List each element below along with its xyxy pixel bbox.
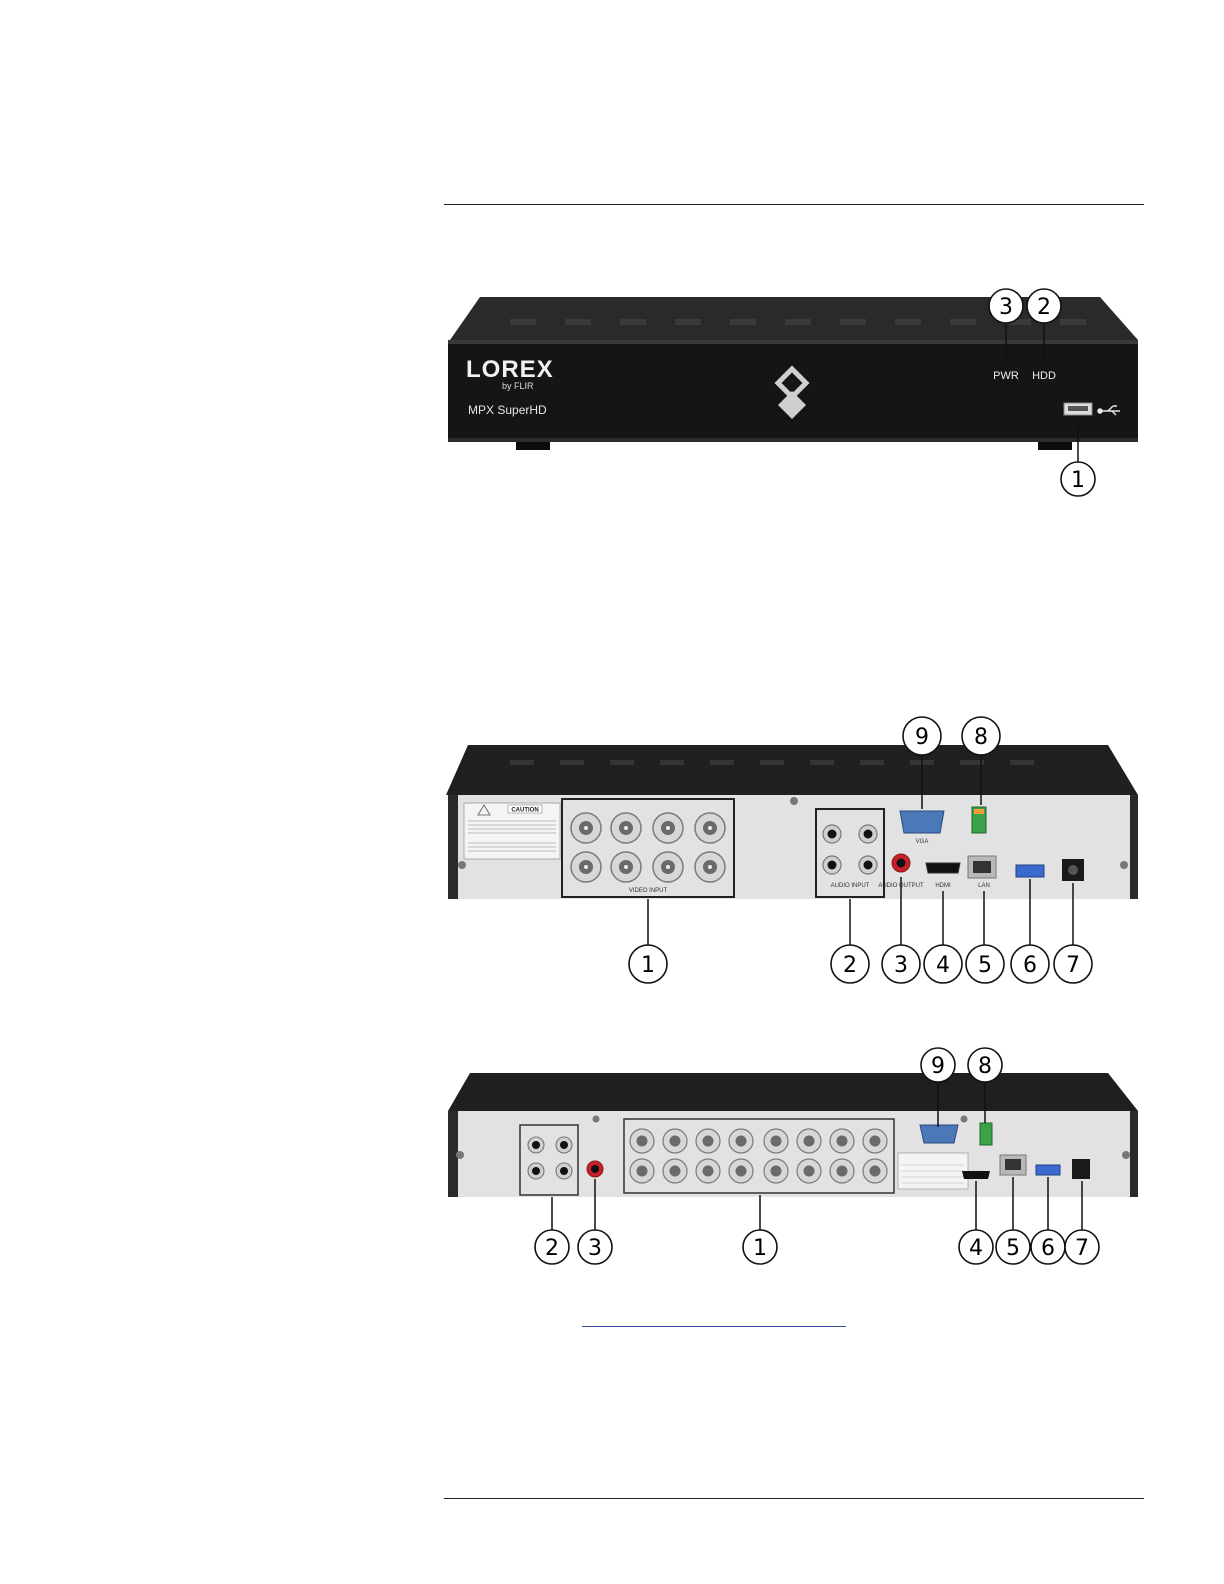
callout-rear8-3: 3 [882,945,920,983]
hdmi-port [926,863,960,873]
callout-rear16-7: 7 [1065,1230,1099,1264]
callout-rear16-2: 2 [535,1230,569,1264]
svg-text:3: 3 [588,1236,602,1261]
svg-text:6: 6 [1041,1236,1055,1261]
front-brand-logo: LOREX [466,356,554,383]
callout-rear8-8: 8 [962,717,1000,755]
svg-text:1: 1 [753,1236,767,1261]
svg-text:3: 3 [999,295,1013,320]
hdmi-label: HDMI [935,883,951,889]
hdmi-port-16 [962,1171,990,1179]
callout-rear16-9: 9 [921,1048,955,1082]
svg-text:7: 7 [1066,953,1080,978]
rear-panel-8ch-figure: CAUTION VIDEO INPUT AUDIO INPUT [440,715,1150,990]
callout-rear8-9: 9 [903,717,941,755]
svg-text:4: 4 [936,953,950,978]
callout-front-3: 3 [989,289,1023,323]
link-underline [582,1326,846,1327]
rear-usb-port-16 [1036,1165,1060,1175]
svg-text:4: 4 [969,1236,983,1261]
callout-rear16-1: 1 [743,1230,777,1264]
callout-front-1: 1 [1061,462,1095,496]
caution-label: CAUTION [511,808,538,814]
pwr-led-label: PWR [993,370,1019,382]
callout-rear8-5: 5 [966,945,1004,983]
callout-rear16-4: 4 [959,1230,993,1264]
power-jack-16 [1072,1159,1090,1179]
callout-rear16-6: 6 [1031,1230,1065,1264]
svg-text:8: 8 [974,725,988,750]
svg-text:1: 1 [1071,468,1085,493]
front-model-label: MPX SuperHD [468,403,547,417]
callout-rear8-4: 4 [924,945,962,983]
svg-text:5: 5 [1006,1236,1020,1261]
svg-text:2: 2 [545,1236,559,1261]
callout-front-2: 2 [1027,289,1061,323]
callout-rear16-3: 3 [578,1230,612,1264]
hdd-led-label: HDD [1032,370,1056,382]
svg-text:3: 3 [894,953,908,978]
footer-rule [444,1498,1144,1499]
vga-port-16 [920,1125,958,1143]
front-brand-sub: by FLIR [502,381,534,391]
svg-text:9: 9 [915,725,929,750]
svg-text:8: 8 [978,1054,992,1079]
callout-rear8-7: 7 [1054,945,1092,983]
svg-text:9: 9 [931,1054,945,1079]
rear-panel-16ch-figure: 9 8 2 3 1 4 5 6 7 [440,1045,1150,1270]
callout-rear8-2: 2 [831,945,869,983]
vga-label: VGA [916,839,929,845]
front-panel-figure: LOREX by FLIR MPX SuperHD PWR HDD 3 2 1 [440,285,1150,500]
svg-text:6: 6 [1023,953,1037,978]
svg-text:1: 1 [641,953,655,978]
rs485-terminal-16 [980,1123,992,1145]
vga-port [900,811,944,833]
svg-text:2: 2 [843,953,857,978]
video-input-label: VIDEO INPUT [629,888,668,894]
callout-rear8-6: 6 [1011,945,1049,983]
callout-rear8-1: 1 [629,945,667,983]
audio-input-label: AUDIO INPUT [831,883,870,889]
rear-usb-port [1016,865,1044,877]
callout-rear16-8: 8 [968,1048,1002,1082]
header-rule [444,204,1144,205]
svg-text:2: 2 [1037,295,1051,320]
svg-text:7: 7 [1075,1236,1089,1261]
callout-rear16-5: 5 [996,1230,1030,1264]
lan-label: LAN [978,883,990,889]
svg-text:5: 5 [978,953,992,978]
